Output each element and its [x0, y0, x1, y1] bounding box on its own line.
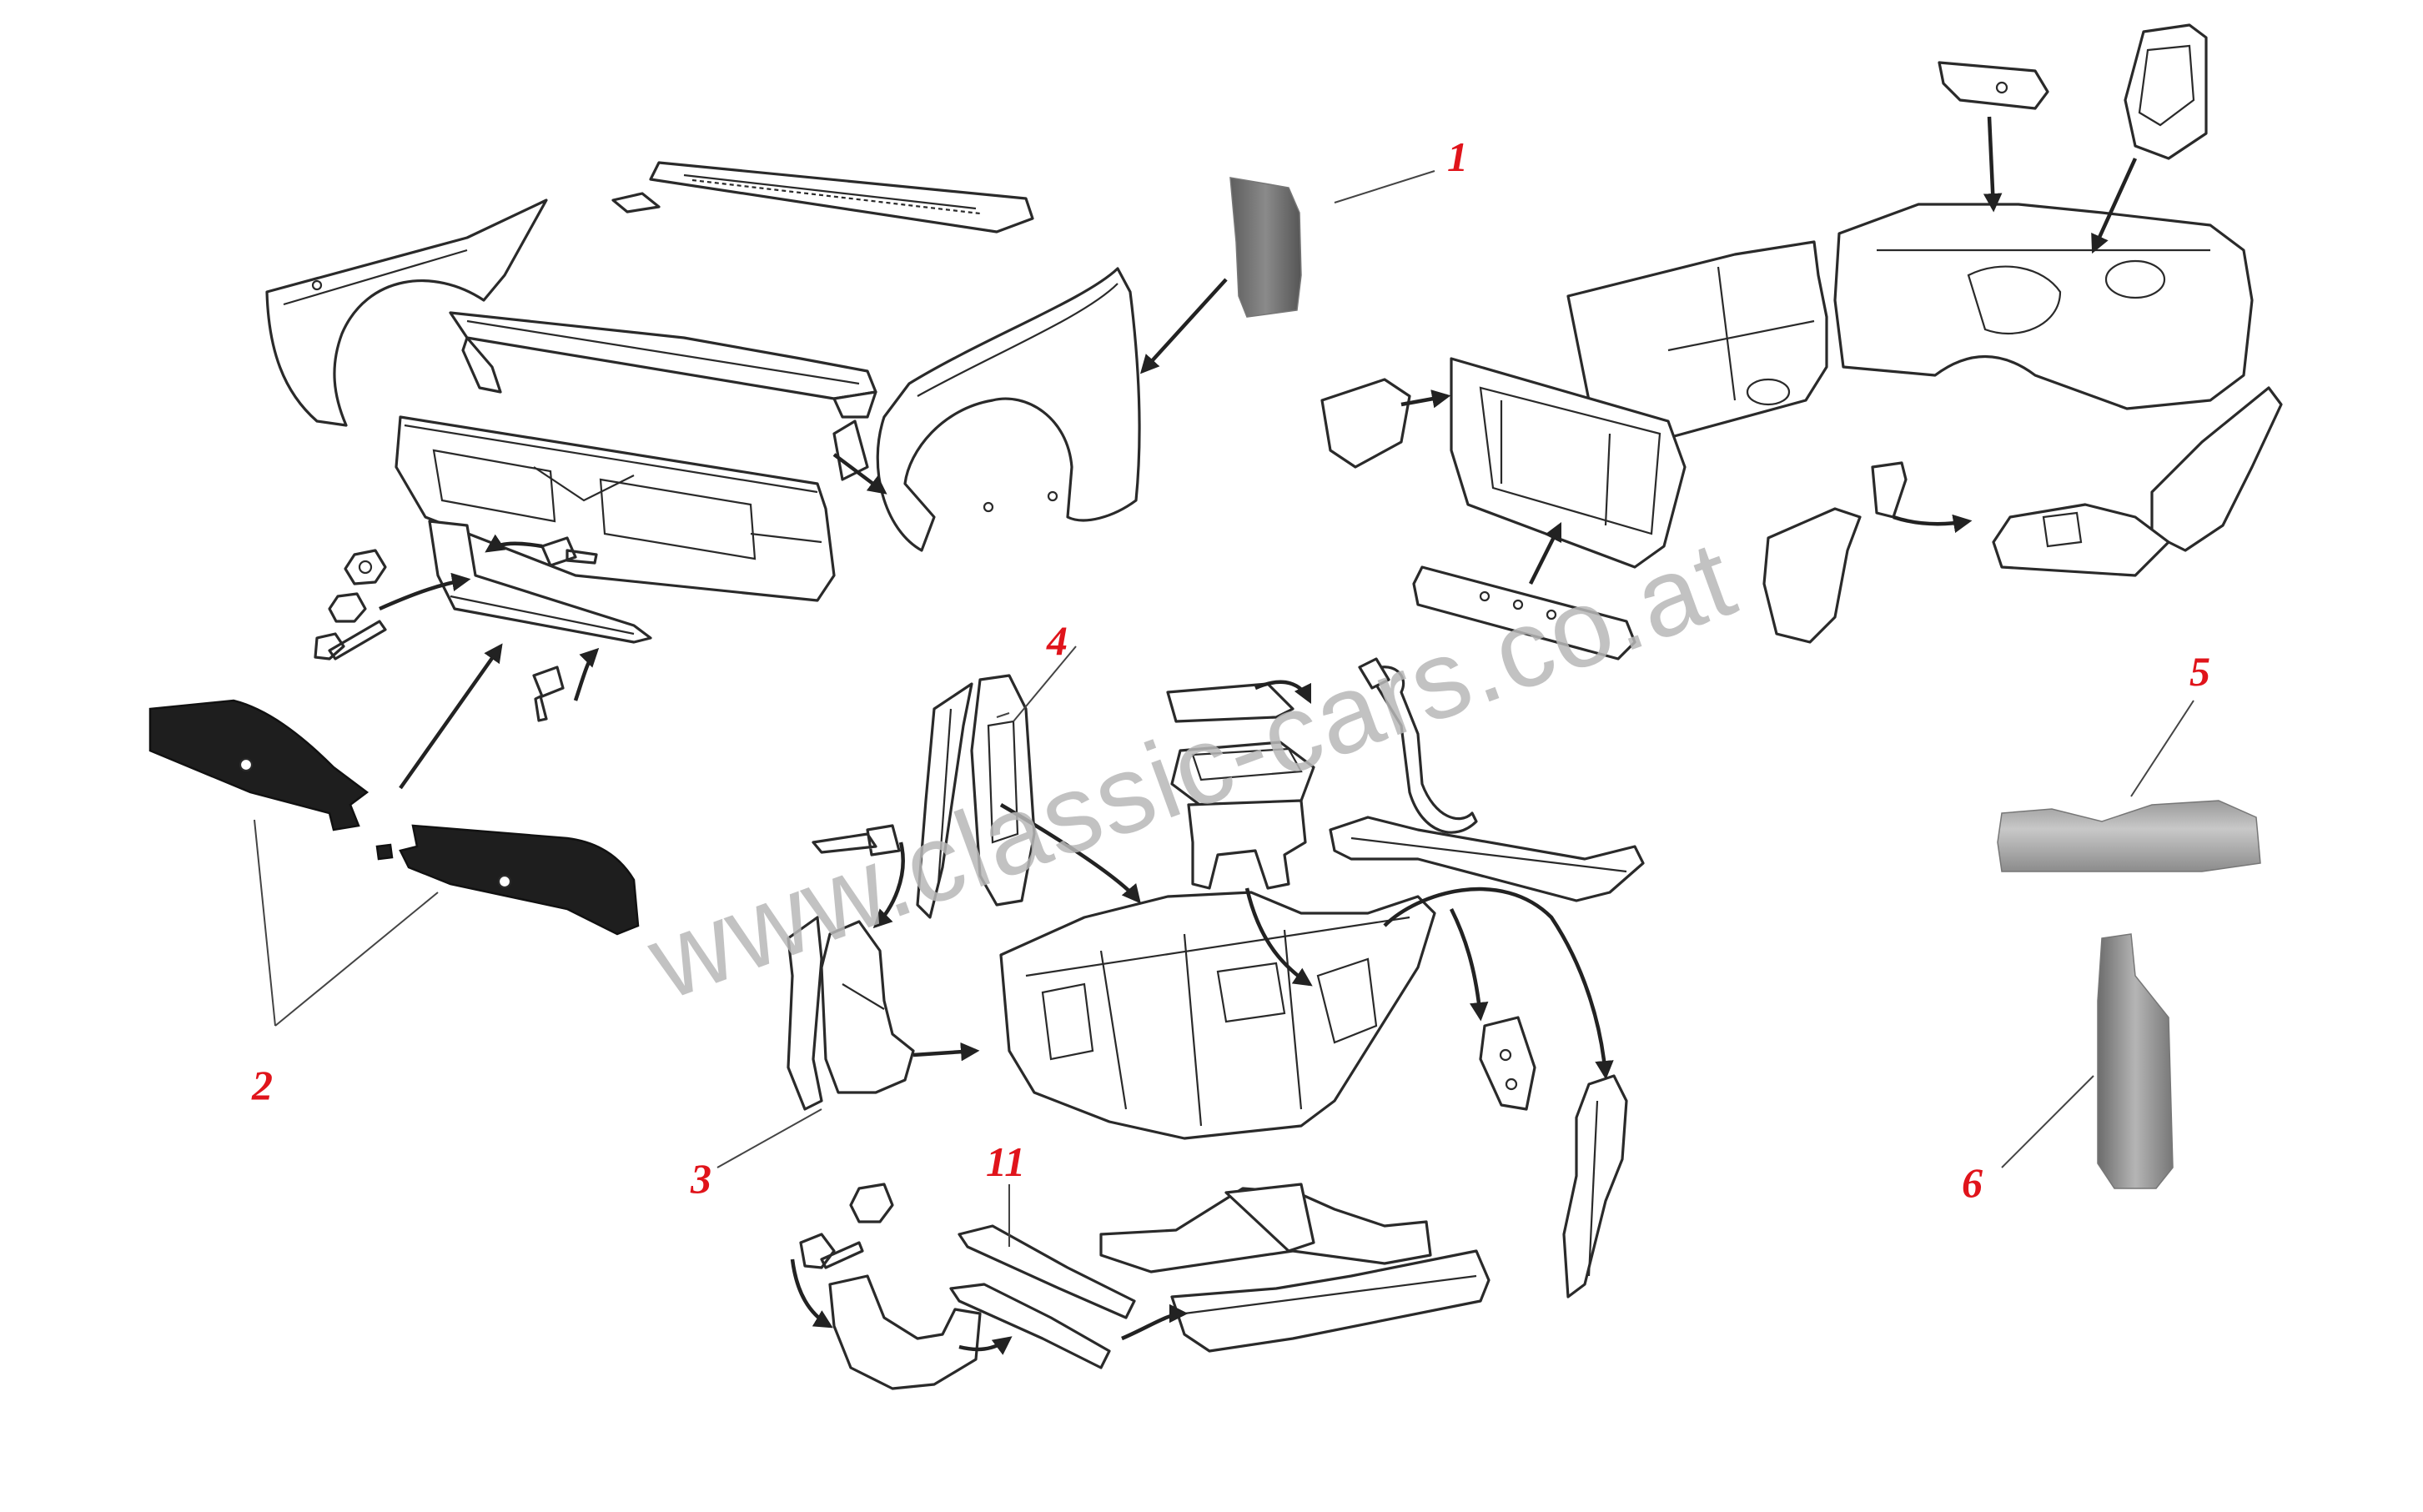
front-trim-panel-left: [148, 699, 369, 831]
inner-wing-panel-3: [820, 920, 915, 1094]
front-beam: [1412, 565, 1636, 661]
upper-crossmember: [449, 311, 877, 400]
callout-2: 2: [251, 1062, 273, 1108]
push-clip: [540, 536, 598, 567]
chassis-rail: [2150, 386, 2283, 552]
battery-clamp-rod: [1366, 666, 1478, 834]
front-lower-bracket: [828, 1274, 982, 1390]
lower-nut: [849, 1183, 894, 1223]
callout-1: 1: [1447, 133, 1468, 180]
lower-rail-upper: [958, 1224, 1136, 1319]
engine-bay-frame: [999, 891, 1436, 1140]
battery-bracket: [1187, 799, 1307, 890]
rivet: [812, 824, 901, 856]
left-front-wing: [265, 198, 548, 427]
lower-rail-lower: [949, 1283, 1111, 1369]
callout-11: 11: [986, 1138, 1025, 1185]
engine-bay-group: [787, 657, 1645, 1299]
inner-wing-strip: [787, 916, 823, 1111]
front-trim-panels: [148, 699, 640, 1027]
repair-panel-6: [2001, 933, 2174, 1189]
right-front-wing: [876, 267, 1141, 552]
callout-labels: 1 2 3 4 5 6 11: [251, 133, 2210, 1206]
battery-tray-frame: [1166, 682, 1294, 723]
inner-bracket: [1762, 507, 1862, 644]
front-crossbeam: [1170, 1249, 1490, 1353]
engine-bay-crossbar: [1329, 816, 1645, 902]
washer: [328, 592, 367, 623]
bolt: [314, 620, 387, 661]
callout-3: 3: [690, 1155, 711, 1202]
front-trim-panel-right: [399, 824, 640, 936]
repair-panel-1: [1229, 170, 1435, 318]
rear-inner-leg: [1562, 1074, 1628, 1299]
repair-panel-6-image: [2097, 933, 2174, 1189]
top-bracket: [1938, 61, 2049, 110]
stud-bolt: [1871, 461, 1908, 519]
callout-6: 6: [1962, 1159, 1983, 1206]
bulkhead-group: [1320, 23, 2283, 661]
lower-bolt: [799, 1233, 864, 1269]
callout-5: 5: [2189, 648, 2210, 695]
repair-panel-5: [1997, 700, 2261, 872]
side-duct: [1320, 378, 1411, 469]
repair-panel-1-image: [1229, 177, 1302, 318]
gusset-plate: [1479, 1016, 1536, 1111]
lower-rails-group: [790, 1183, 1490, 1390]
repair-panel-5-image: [1997, 800, 2261, 872]
callout-4: 4: [1046, 617, 1068, 664]
front-body-group: [265, 161, 1228, 790]
push-clip-lower: [532, 666, 565, 722]
